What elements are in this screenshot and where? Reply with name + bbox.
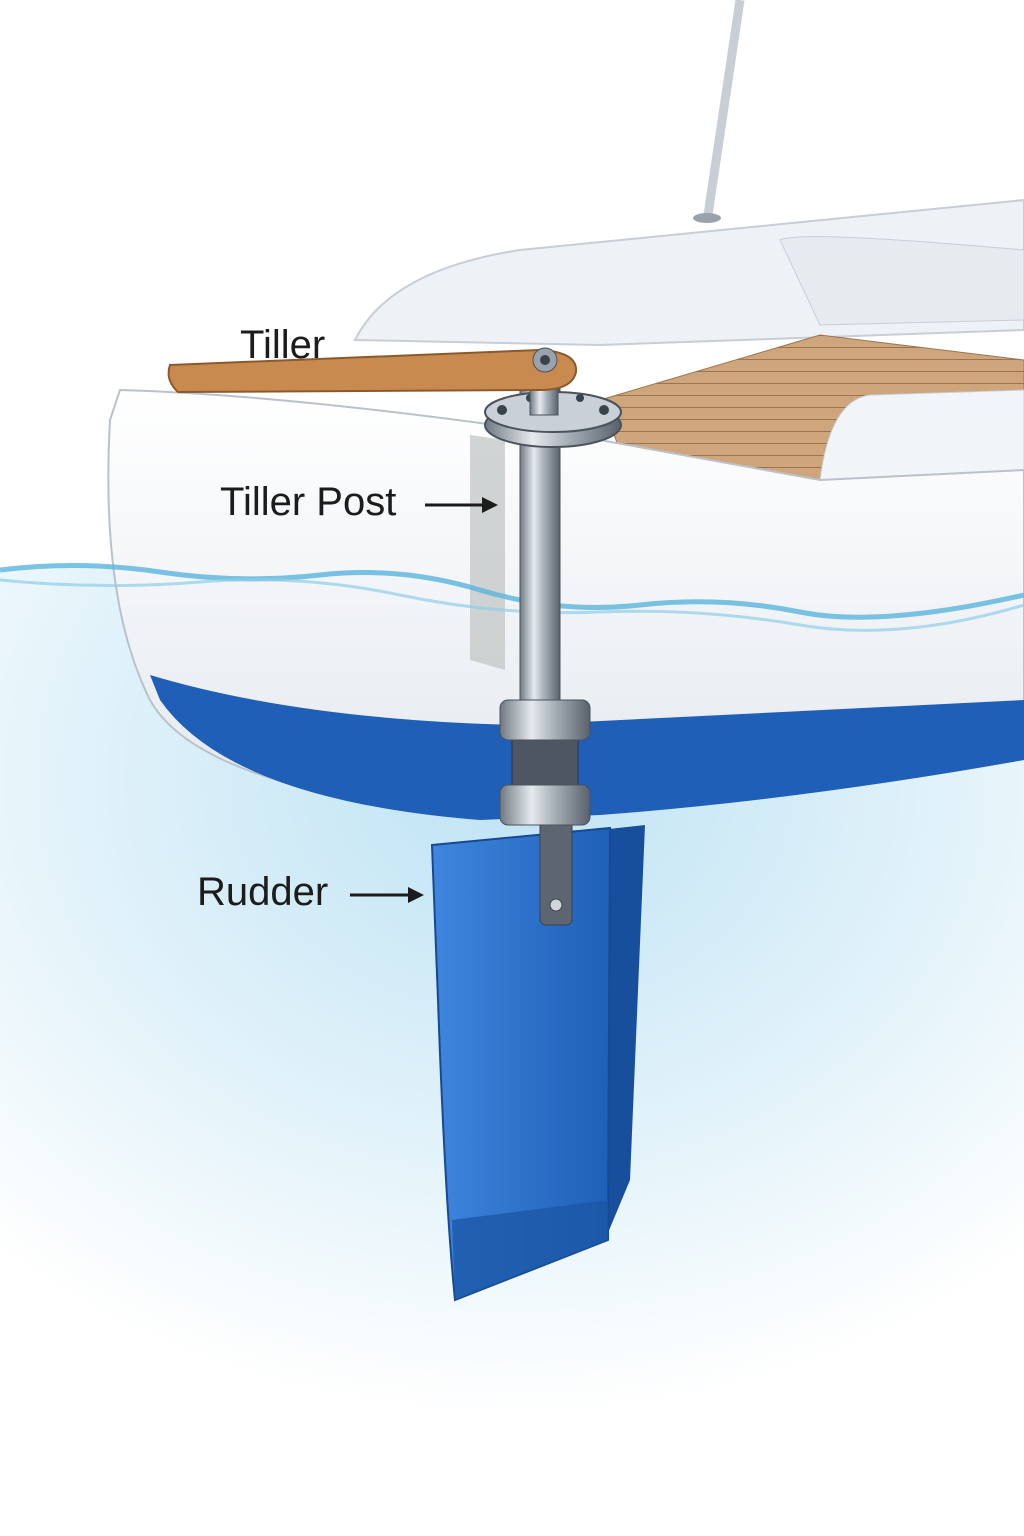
arrow-tiller-post [425, 497, 498, 513]
waterline [0, 562, 1024, 620]
mast [703, 0, 745, 216]
label-tiller-post: Tiller Post [220, 480, 396, 524]
label-rudder: Rudder [197, 870, 328, 914]
hull-bottom-paint [150, 675, 1024, 820]
tiller [167, 348, 578, 394]
rudder-blade [430, 826, 612, 1302]
arrow-rudder [350, 887, 424, 903]
tiller-post [484, 374, 622, 826]
label-tiller: Tiller [240, 323, 325, 367]
